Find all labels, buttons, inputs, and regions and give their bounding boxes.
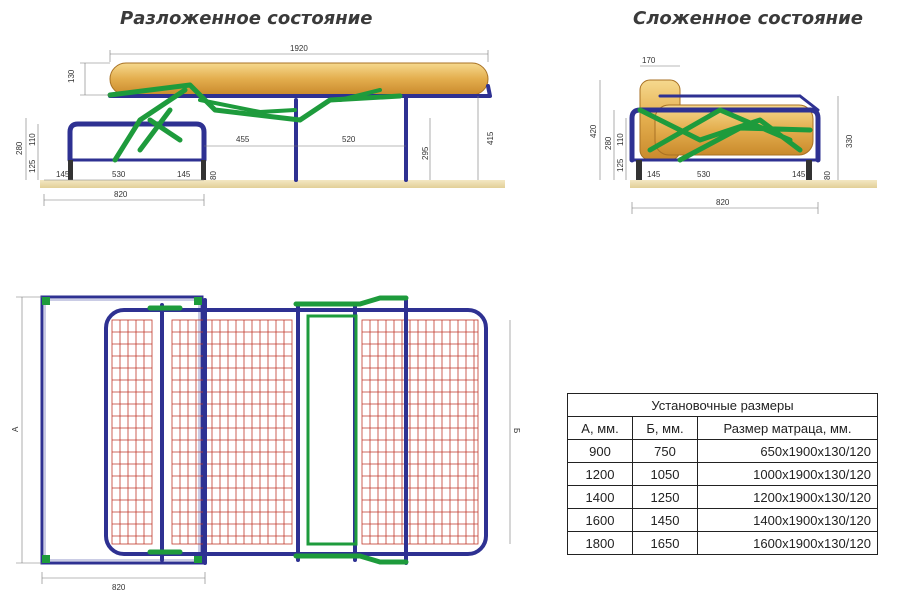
- plan-base-inner: [44, 299, 200, 561]
- dim-1920: [109, 50, 489, 62]
- unfolded-title: Разложенное состояние: [120, 8, 373, 29]
- floor-folded: [630, 180, 877, 188]
- unfolded-side-view: 1920 130 280 110 125 455 520 295 415 145…: [15, 44, 505, 206]
- frame-legs: [294, 94, 408, 182]
- cell-a: 1600: [567, 508, 633, 532]
- cell-mattress: 1600x1900x130/120: [697, 531, 878, 555]
- plan-mechanism-center: [306, 314, 358, 546]
- folded-mechanism: [637, 107, 813, 163]
- dim-folded-heights: [599, 80, 627, 180]
- dim-plan-820: [41, 572, 206, 584]
- dim-1920-label: 1920: [290, 44, 308, 53]
- dim-295-label: 295: [421, 146, 430, 160]
- dim-145af-label: 145: [647, 170, 661, 179]
- mesh-lines: [112, 320, 152, 544]
- cell-mattress: 650x1900x130/120: [697, 439, 878, 463]
- cell-mattress: 1000x1900x130/120: [697, 462, 878, 486]
- table-row: 1400 1250 1200x1900x130/120: [567, 485, 878, 509]
- table-row: 1200 1050 1000x1900x130/120: [567, 462, 878, 486]
- dim-80-label: 80: [209, 171, 218, 180]
- dim-b-label: Б: [512, 428, 521, 433]
- dim-820f: [631, 202, 819, 214]
- plan-corner-br: [194, 555, 202, 563]
- plan-base-frame: [40, 295, 204, 565]
- plan-corner-tr: [194, 297, 202, 305]
- floor: [40, 180, 505, 188]
- plan-mechanism: [147, 295, 409, 565]
- folded-foot-right: [806, 160, 812, 180]
- cell-b: 1050: [632, 462, 698, 486]
- dim-125-label: 125: [28, 159, 37, 173]
- table-header-row: А, мм. Б, мм. Размер матраца, мм.: [567, 416, 878, 440]
- dim-530f-label: 530: [697, 170, 711, 179]
- cell-mattress: 1400x1900x130/120: [697, 508, 878, 532]
- dim-base-heights: [25, 118, 39, 180]
- mesh-lines: [362, 320, 478, 544]
- dim-280f-label: 280: [604, 136, 613, 150]
- plan-cross-members: [160, 298, 408, 565]
- dim-plan-820-label: 820: [112, 583, 126, 592]
- folded-side-view: 170 420 280 110 125 330 145 530 145 80 8…: [589, 56, 877, 214]
- mechanism-link-mid: [198, 88, 382, 114]
- cell-a: 900: [567, 439, 633, 463]
- table-row: 900 750 650x1900x130/120: [567, 439, 878, 463]
- dim-145a-label: 145: [56, 170, 70, 179]
- dim-110-label: 110: [28, 133, 37, 146]
- dim-170-label: 170: [642, 56, 656, 65]
- table-row: 1800 1650 1600x1900x130/120: [567, 531, 878, 555]
- dim-530-label: 530: [112, 170, 126, 179]
- mesh-panel: [361, 319, 479, 545]
- cell-mattress: 1200x1900x130/120: [697, 485, 878, 509]
- dim-80f-label: 80: [823, 171, 832, 180]
- dim-130: [80, 62, 110, 96]
- cell-a: 1400: [567, 485, 633, 509]
- dim-a-label: А: [11, 426, 20, 432]
- cell-b: 1650: [632, 531, 698, 555]
- dim-leg-heights: [429, 96, 479, 180]
- folded-title: Сложенное состояние: [633, 8, 863, 29]
- table-caption-row: Установочные размеры: [567, 393, 878, 417]
- header-b: Б, мм.: [632, 416, 698, 440]
- dim-280-label: 280: [15, 141, 24, 155]
- mesh-panel: [171, 319, 293, 545]
- mechanism-link-lower: [112, 87, 188, 163]
- mesh-panels: [111, 319, 479, 545]
- header-a: А, мм.: [567, 416, 633, 440]
- folded-frame-top: [630, 94, 820, 162]
- dim-820f-label: 820: [716, 198, 730, 207]
- cell-b: 1450: [632, 508, 698, 532]
- plan-view: А Б 820: [11, 295, 521, 592]
- folded-foot-left: [636, 160, 642, 180]
- mesh-panel: [111, 319, 153, 545]
- dim-a: [16, 296, 42, 564]
- base-foot-right: [201, 160, 206, 180]
- dim-455-label: 455: [236, 135, 250, 144]
- cell-a: 1200: [567, 462, 633, 486]
- dim-820-label: 820: [114, 190, 128, 199]
- dim-110f-label: 110: [616, 133, 625, 146]
- dim-145bf-label: 145: [792, 170, 806, 179]
- table-caption: Установочные размеры: [567, 393, 878, 417]
- plan-corner-tl: [42, 297, 50, 305]
- dim-330-label: 330: [845, 134, 854, 148]
- cell-b: 750: [632, 439, 698, 463]
- dim-420-label: 420: [589, 124, 598, 138]
- table-row: 1600 1450 1400x1900x130/120: [567, 508, 878, 532]
- dim-415-label: 415: [486, 131, 495, 145]
- cell-a: 1800: [567, 531, 633, 555]
- dim-820: [43, 194, 205, 206]
- dim-145b-label: 145: [177, 170, 191, 179]
- dim-520-label: 520: [342, 135, 356, 144]
- cell-b: 1250: [632, 485, 698, 509]
- installation-sizes-table: Установочные размеры А, мм. Б, мм. Разме…: [567, 393, 878, 555]
- mesh-lines: [172, 320, 292, 544]
- base-foot-left: [68, 160, 73, 180]
- dim-130-label: 130: [67, 69, 76, 83]
- header-mattress: Размер матраца, мм.: [697, 416, 878, 440]
- dim-125f-label: 125: [616, 158, 625, 172]
- plan-corner-bl: [42, 555, 50, 563]
